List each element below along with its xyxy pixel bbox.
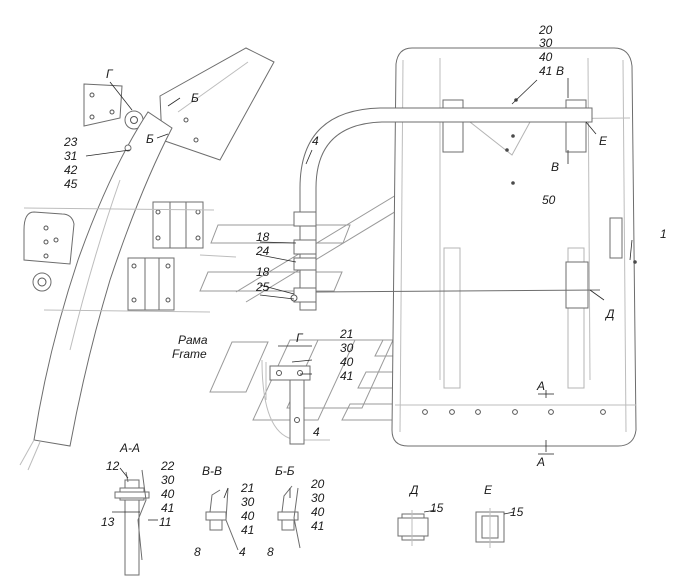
label-frame-en: Frame [172, 347, 207, 361]
label-24: 24 [255, 244, 270, 258]
section-bb [277, 485, 301, 549]
label-45: 45 [64, 177, 78, 191]
label-bb-41: 41 [311, 519, 324, 533]
label-41: 41 [539, 64, 552, 78]
labels: 20 30 40 41 В Е В 50 1 4 18 24 18 25 Д А… [63, 23, 667, 559]
leader-lines [85, 78, 633, 521]
label-18-upper: 18 [256, 230, 270, 244]
label-b-lower: Б [146, 132, 154, 146]
label-detail-g-21: 21 [339, 327, 353, 341]
main-panel [391, 47, 637, 447]
label-section-a-lower: А [536, 455, 545, 469]
label-42: 42 [64, 163, 78, 177]
label-detail-g-41: 41 [340, 369, 353, 383]
view-d [397, 510, 429, 546]
label-detail-g-4: 4 [313, 425, 320, 439]
label-e-15: 15 [510, 505, 524, 519]
label-23: 23 [63, 135, 78, 149]
view-e [475, 508, 505, 548]
label-aa-13: 13 [101, 515, 115, 529]
label-view-d-marker: Д [604, 307, 615, 321]
label-1: 1 [660, 227, 667, 241]
label-bb-8: 8 [267, 545, 274, 559]
section-aa [114, 469, 150, 576]
label-g: Г [106, 67, 114, 81]
label-view-e-marker: Е [599, 134, 608, 148]
label-18-lower: 18 [256, 265, 270, 279]
label-d-15: 15 [430, 501, 444, 515]
label-aa-22: 22 [160, 459, 175, 473]
label-vv-41: 41 [241, 523, 254, 537]
label-40: 40 [539, 50, 553, 64]
label-e-title: Е [484, 483, 493, 497]
label-vv-30: 30 [241, 495, 255, 509]
detail-g [261, 359, 330, 445]
label-vv-21: 21 [240, 481, 254, 495]
label-bb-30: 30 [311, 491, 325, 505]
label-aa-40: 40 [161, 487, 175, 501]
label-30: 30 [539, 36, 553, 50]
label-d-title: Д [408, 483, 419, 497]
label-vv-8: 8 [194, 545, 201, 559]
label-25: 25 [255, 280, 270, 294]
label-20: 20 [538, 23, 553, 37]
label-bb-20: 20 [310, 477, 325, 491]
label-aa-12: 12 [106, 459, 120, 473]
left-arm-assembly [19, 47, 275, 471]
label-aa-41: 41 [161, 501, 174, 515]
label-detail-g-title: Г [296, 331, 304, 345]
section-vv [205, 487, 239, 551]
label-detail-g-30: 30 [340, 341, 354, 355]
label-31: 31 [64, 149, 77, 163]
label-4: 4 [312, 134, 319, 148]
handrail-tube [290, 107, 601, 311]
label-vv-40: 40 [241, 509, 255, 523]
label-aa-title: А-А [119, 441, 140, 455]
label-vv-title: В-В [202, 464, 222, 478]
label-50: 50 [542, 193, 556, 207]
label-bb-title: Б-Б [275, 464, 295, 478]
label-view-b-marker: В [556, 64, 564, 78]
label-frame-ru: Рама [178, 333, 208, 347]
label-b-upper: Б [191, 91, 199, 105]
label-bb-40: 40 [311, 505, 325, 519]
label-view-b-lower: В [551, 160, 559, 174]
label-aa-11: 11 [159, 515, 171, 529]
label-section-a-upper: А [536, 379, 545, 393]
label-detail-g-40: 40 [340, 355, 354, 369]
label-aa-30: 30 [161, 473, 175, 487]
label-vv-4: 4 [239, 545, 246, 559]
